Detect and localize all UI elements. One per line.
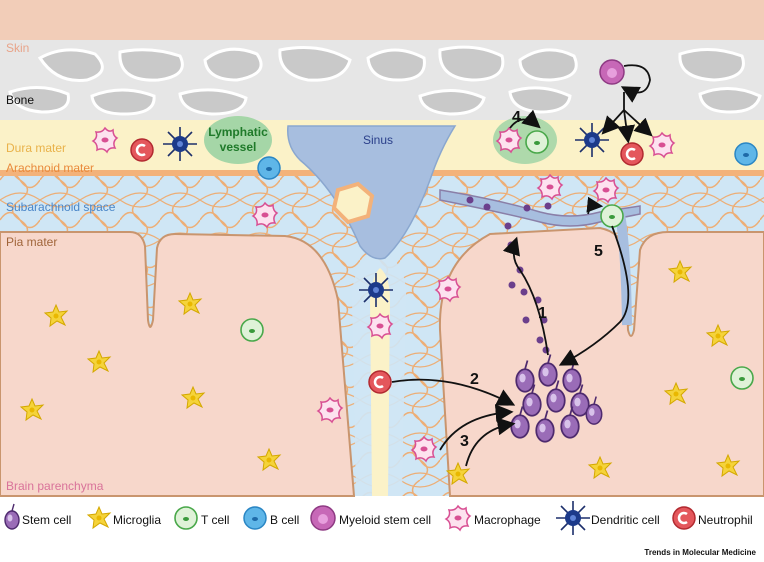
step-2-label: 2 bbox=[470, 371, 479, 388]
legend: Stem cell Microglia T cell B cell Myeloi… bbox=[4, 500, 753, 536]
macrophage-icon bbox=[496, 127, 522, 153]
legend-stem-cell: Stem cell bbox=[22, 513, 71, 527]
label-dura: Dura mater bbox=[6, 141, 66, 155]
step-4-label: 4 bbox=[512, 109, 521, 126]
legend-myeloid-stem-cell-icon bbox=[310, 505, 336, 531]
label-bone: Bone bbox=[6, 93, 34, 107]
dendritic-cell-icon bbox=[162, 126, 198, 162]
legend-macrophage: Macrophage bbox=[474, 513, 541, 527]
macrophage-icon bbox=[92, 127, 118, 153]
brain-parenchyma-left bbox=[0, 231, 356, 497]
neutrophil-icon bbox=[129, 137, 155, 163]
macrophage-icon bbox=[649, 132, 675, 158]
legend-microglia: Microglia bbox=[113, 513, 161, 527]
macrophage-icon bbox=[593, 177, 619, 203]
macrophage-icon bbox=[411, 436, 437, 462]
myeloid-stem-cell-icon bbox=[599, 59, 625, 85]
legend-neutrophil: Neutrophil bbox=[698, 513, 753, 527]
macrophage-icon bbox=[537, 174, 563, 200]
legend-microglia-icon bbox=[87, 506, 111, 529]
legend-myeloid-stem-cell: Myeloid stem cell bbox=[339, 513, 431, 527]
journal-credit: Trends in Molecular Medicine bbox=[644, 548, 756, 557]
t-cell-icon bbox=[240, 318, 264, 342]
dendritic-cell-icon bbox=[358, 272, 394, 308]
legend-t-cell-icon bbox=[174, 506, 198, 530]
dendritic-cell-icon bbox=[574, 122, 610, 158]
skin-layer bbox=[0, 0, 764, 42]
legend-neutrophil-icon bbox=[671, 505, 697, 531]
legend-macrophage-icon bbox=[445, 505, 471, 531]
t-cell-icon bbox=[525, 130, 549, 154]
b-cell-icon bbox=[734, 142, 758, 166]
label-sinus: Sinus bbox=[363, 133, 393, 147]
legend-dendritic-cell-icon bbox=[555, 500, 591, 536]
sinus bbox=[287, 125, 457, 260]
brain-parenchyma-right bbox=[438, 226, 764, 497]
macrophage-icon bbox=[367, 313, 393, 339]
arachnoid-granulation bbox=[331, 181, 375, 225]
step-1-label: 1 bbox=[538, 305, 547, 322]
step-5-label: 5 bbox=[594, 243, 603, 260]
label-lymphatic-1: Lymphatic bbox=[208, 125, 268, 139]
macrophage-icon bbox=[317, 397, 343, 423]
bone-trabeculae bbox=[8, 45, 762, 116]
b-cell-icon bbox=[257, 156, 281, 180]
lymphatic-vessel bbox=[204, 116, 272, 164]
label-skin: Skin bbox=[6, 41, 29, 55]
step-3-label: 3 bbox=[460, 433, 469, 450]
macrophage-icon bbox=[252, 202, 278, 228]
t-cell-icon bbox=[600, 204, 624, 228]
label-subarachnoid: Subarachnoid space bbox=[6, 200, 116, 214]
macrophage-icon bbox=[435, 276, 461, 302]
legend-b-cell-icon bbox=[243, 506, 267, 530]
legend-dendritic-cell: Dendritic cell bbox=[591, 513, 660, 527]
legend-t-cell: T cell bbox=[201, 513, 229, 527]
legend-b-cell: B cell bbox=[270, 513, 299, 527]
label-pia: Pia mater bbox=[6, 235, 57, 249]
label-lymphatic-2: vessel bbox=[220, 140, 257, 154]
label-brain: Brain parenchyma bbox=[6, 479, 104, 493]
legend-stem-cell-icon bbox=[4, 503, 20, 530]
t-cell-icon bbox=[730, 366, 754, 390]
neutrophil-icon bbox=[619, 141, 645, 167]
neutrophil-icon bbox=[367, 369, 393, 395]
label-arachnoid: Arachnoid mater bbox=[6, 161, 94, 175]
